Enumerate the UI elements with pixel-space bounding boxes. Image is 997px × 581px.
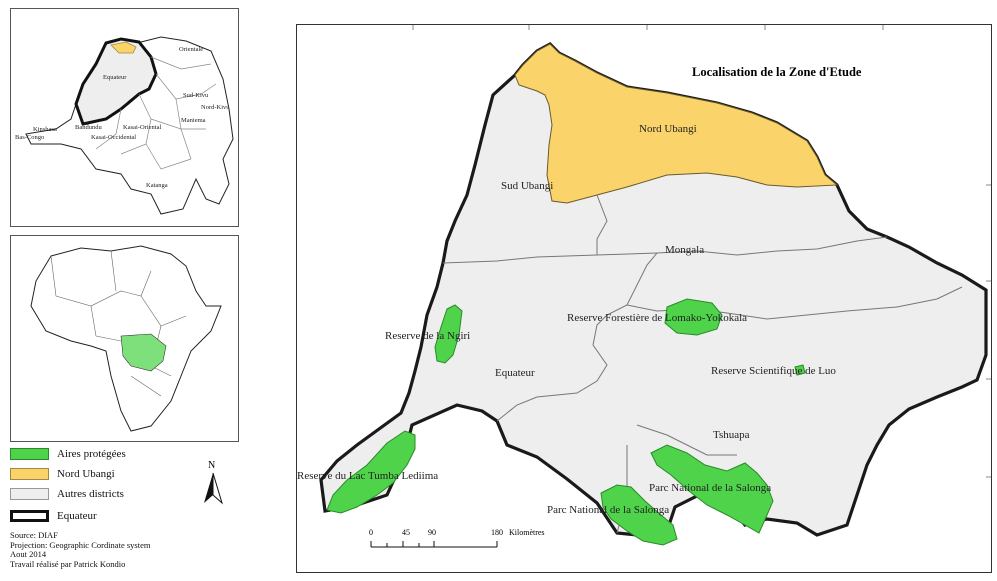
- legend-label-equateur: Equateur: [57, 510, 97, 522]
- legend-swatch-equateur: [10, 510, 49, 522]
- drc-label-nord-kivu: Nord-Kivu: [201, 104, 230, 111]
- legend-item-nord-ubangi: Nord Ubangi: [10, 467, 115, 481]
- drc-label-equateur: Equateur: [103, 74, 127, 81]
- label-luo-reserve: Reserve Scientifique de Luo: [711, 365, 836, 377]
- lomako-yokokala-reserve: [664, 298, 723, 336]
- label-mongala: Mongala: [665, 244, 704, 256]
- label-salonga-south: Parc National de la Salonga: [547, 504, 669, 516]
- source-line-4: Travail réalisé par Patrick Kondio: [10, 558, 126, 569]
- drc-label-kasai-occidental: Kasai-Occidental: [91, 134, 136, 141]
- drc-outline: [25, 36, 234, 215]
- drc-label-katanga: Katanga: [146, 182, 168, 189]
- drc-province-borders: [95, 56, 217, 170]
- legend-item-equateur: Equateur: [10, 509, 97, 523]
- salonga-south: [600, 484, 678, 546]
- drc-label-bandundu: Bandundu: [75, 124, 102, 131]
- legend-item-other-districts: Autres districts: [10, 487, 124, 501]
- label-lomako-reserve: Reserve Forestière de Lomako-Yokokala: [567, 312, 747, 324]
- africa-inset-map: [10, 235, 239, 442]
- map-title: Localisation de la Zone d'Etude: [692, 65, 862, 79]
- drc-label-kasai-oriental: Kasai-Oriental: [123, 124, 161, 131]
- label-equateur: Equateur: [495, 367, 535, 379]
- drc-nord-ubangi-area: [110, 41, 137, 54]
- drc-label-orientale: Orientale: [179, 46, 203, 53]
- scale-tick-180: 180: [491, 528, 503, 537]
- label-ngiri-reserve: Reserve de la Ngiri: [385, 330, 470, 342]
- north-label: N: [208, 460, 215, 471]
- legend-item-protected: Aires protégées: [10, 447, 126, 461]
- nord-ubangi-area: [514, 43, 839, 204]
- source-line-1: Source: DIAF: [10, 530, 58, 540]
- label-salonga-north: Parc National de la Salonga: [649, 482, 771, 494]
- ngiri-reserve: [434, 304, 463, 364]
- drc-label-bas-congo: Bas-Congo: [15, 134, 44, 141]
- graticule-ticks: [412, 25, 991, 478]
- scale-bar: 0 45 90 180 Kilomètres: [369, 528, 545, 548]
- label-tshuapa: Tshuapa: [713, 429, 750, 441]
- legend-label-protected: Aires protégées: [57, 448, 126, 460]
- source-block: Source: DIAF Projection: Geographic Cord…: [10, 530, 151, 569]
- drc-label-kinshasa: Kinshasa: [33, 126, 57, 133]
- legend-label-nord-ubangi: Nord Ubangi: [57, 468, 115, 480]
- drc-label-maniema: Maniema: [181, 117, 206, 124]
- drc-inset-svg: Equateur Orientale Nord-Kivu Sud-Kivu Ma…: [15, 36, 234, 215]
- lac-tumba-reserve: [326, 430, 416, 514]
- africa-inset-svg: [30, 245, 222, 432]
- scale-unit: Kilomètres: [509, 528, 545, 537]
- protected-areas: [326, 298, 806, 546]
- source-line-2: Projection: Geographic Cordinate system: [10, 539, 151, 550]
- drc-inset-map: Equateur Orientale Nord-Kivu Sud-Kivu Ma…: [10, 8, 239, 227]
- legend-label-other-districts: Autres districts: [57, 488, 124, 500]
- north-arrow-icon: N: [204, 460, 223, 505]
- africa-drc-highlight: [120, 333, 167, 372]
- scale-tick-0: 0: [369, 528, 373, 537]
- scale-tick-90: 90: [428, 528, 436, 537]
- label-sud-ubangi: Sud Ubangi: [501, 180, 553, 192]
- legend-swatch-nord-ubangi: [10, 468, 49, 480]
- salonga-north: [650, 444, 774, 534]
- scale-tick-45: 45: [402, 528, 410, 537]
- map-legend: Aires protégées Nord Ubangi Autres distr…: [10, 447, 237, 567]
- north-arrow: N: [200, 459, 226, 509]
- drc-equateur-province: [74, 37, 158, 126]
- main-map: Localisation de la Zone d'Etude Nord Uba…: [296, 24, 992, 573]
- legend-swatch-protected: [10, 448, 49, 460]
- legend-swatch-other-districts: [10, 488, 49, 500]
- drc-label-sud-kivu: Sud-Kivu: [183, 92, 209, 99]
- label-tumba-reserve: Reserve du Lac Tumba Lediima: [297, 470, 438, 482]
- luo-reserve: [794, 364, 806, 376]
- main-map-svg: Localisation de la Zone d'Etude Nord Uba…: [297, 25, 991, 548]
- label-nord-ubangi: Nord Ubangi: [639, 123, 697, 135]
- source-line-3: Aout 2014: [10, 549, 47, 559]
